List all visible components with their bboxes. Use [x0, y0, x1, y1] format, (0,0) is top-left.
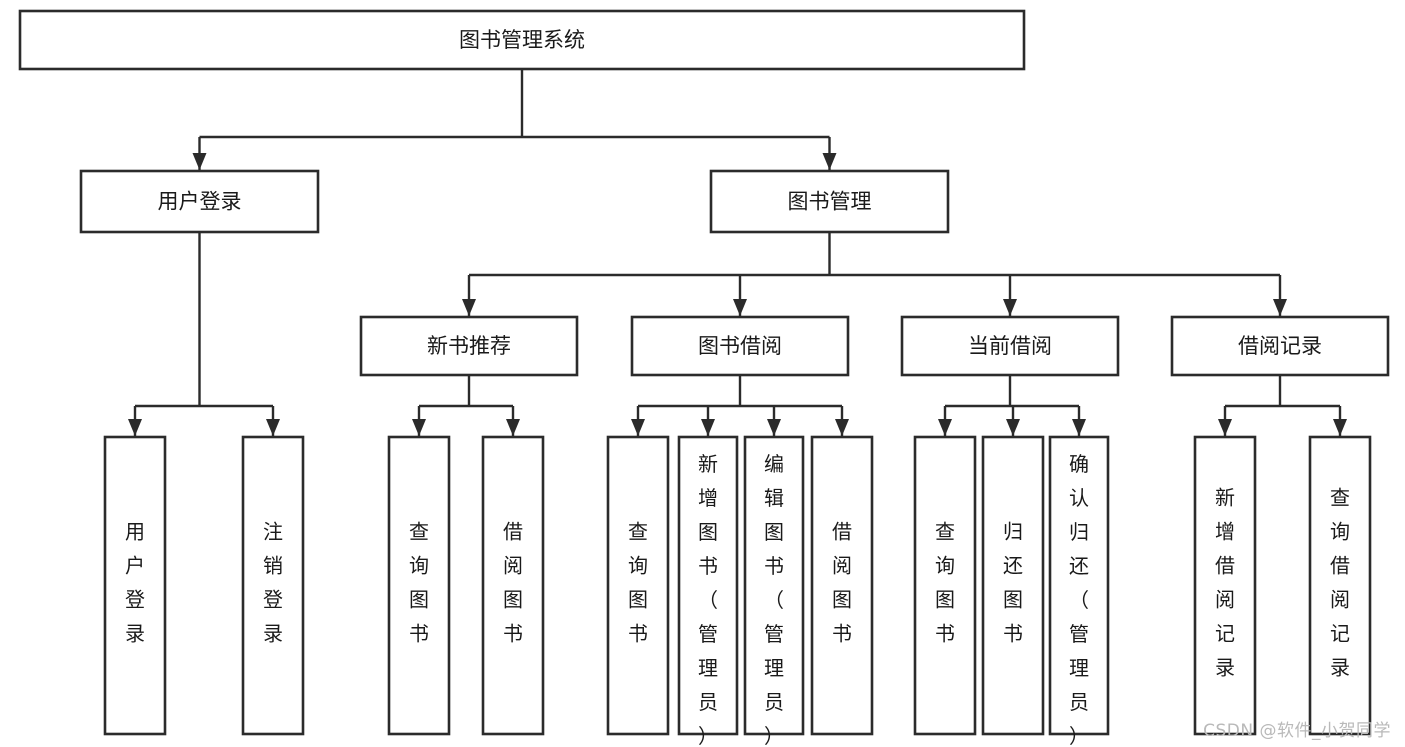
- node-borrow-record[interactable]: 借阅记录: [1170, 315, 1390, 377]
- node-layer: 图书管理系统用户登录图书管理新书推荐图书借阅当前借阅借阅记录用户登录注销登录查询…: [18, 9, 1390, 747]
- connector-layer: [128, 69, 1347, 436]
- arrow-head-icon: [128, 419, 142, 436]
- arrow-head-icon: [1333, 419, 1347, 436]
- node-label: 当前借阅: [968, 334, 1052, 358]
- arrow-head-icon: [266, 419, 280, 436]
- node-leaf-confirm-return[interactable]: 确认归还（管理员）: [1048, 435, 1110, 747]
- node-label: 借阅记录: [1238, 334, 1322, 358]
- arrow-head-icon: [192, 153, 207, 170]
- node-leaf-borrow-book-2[interactable]: 借阅图书: [810, 435, 874, 736]
- arrow-head-icon: [822, 153, 837, 170]
- arrow-head-icon: [1273, 299, 1287, 316]
- node-label: 查询借阅记录: [1330, 486, 1350, 680]
- node-leaf-add-record[interactable]: 新增借阅记录: [1193, 435, 1257, 736]
- node-leaf-query-book-3[interactable]: 查询图书: [913, 435, 977, 736]
- csdn-watermark: CSDN @软件_小贺同学: [1203, 721, 1391, 741]
- node-user-login[interactable]: 用户登录: [79, 169, 320, 234]
- node-label: 新书推荐: [427, 334, 511, 358]
- node-leaf-return-book[interactable]: 归还图书: [981, 435, 1045, 736]
- arrow-head-icon: [767, 419, 781, 436]
- node-label: 查询图书: [628, 520, 648, 646]
- node-label: 借阅图书: [832, 520, 852, 646]
- node-leaf-edit-book[interactable]: 编辑图书（管理员）: [743, 435, 805, 747]
- arrow-head-icon: [631, 419, 645, 436]
- arrow-head-icon: [1218, 419, 1232, 436]
- node-label: 图书管理: [788, 190, 872, 214]
- node-label: 注销登录: [263, 520, 283, 646]
- arrow-head-icon: [733, 299, 747, 316]
- node-label: 归还图书: [1003, 520, 1023, 646]
- arrow-head-icon: [938, 419, 952, 436]
- arrow-head-icon: [1072, 419, 1086, 436]
- node-label: 确认归还（管理员）: [1069, 452, 1089, 747]
- node-current-borrow[interactable]: 当前借阅: [900, 315, 1120, 377]
- arrow-head-icon: [412, 419, 426, 436]
- node-leaf-user-login[interactable]: 用户登录: [103, 435, 167, 736]
- arrow-head-icon: [462, 299, 476, 316]
- node-leaf-query-book-2[interactable]: 查询图书: [606, 435, 670, 736]
- node-label: 图书管理系统: [459, 28, 585, 52]
- node-label: 借阅图书: [503, 520, 523, 646]
- node-label: 新增借阅记录: [1215, 486, 1235, 680]
- node-label: 用户登录: [125, 520, 145, 646]
- node-leaf-add-book[interactable]: 新增图书（管理员）: [677, 435, 739, 747]
- arrow-head-icon: [835, 419, 849, 436]
- node-new-book-rec[interactable]: 新书推荐: [359, 315, 579, 377]
- node-label: 编辑图书（管理员）: [764, 452, 784, 747]
- node-leaf-borrow-book-1[interactable]: 借阅图书: [481, 435, 545, 736]
- node-label: 查询图书: [409, 520, 429, 646]
- node-label: 查询图书: [935, 520, 955, 646]
- arrow-head-icon: [1006, 419, 1020, 436]
- node-leaf-query-record[interactable]: 查询借阅记录: [1308, 435, 1372, 736]
- node-root[interactable]: 图书管理系统: [18, 9, 1026, 71]
- arrow-head-icon: [701, 419, 715, 436]
- node-label: 图书借阅: [698, 334, 782, 358]
- arrow-head-icon: [1003, 299, 1017, 316]
- node-label: 用户登录: [158, 190, 242, 214]
- arrow-head-icon: [506, 419, 520, 436]
- node-book-mgmt[interactable]: 图书管理: [709, 169, 950, 234]
- node-leaf-logout[interactable]: 注销登录: [241, 435, 305, 736]
- node-book-borrow[interactable]: 图书借阅: [630, 315, 850, 377]
- node-leaf-query-book-1[interactable]: 查询图书: [387, 435, 451, 736]
- node-label: 新增图书（管理员）: [698, 452, 718, 747]
